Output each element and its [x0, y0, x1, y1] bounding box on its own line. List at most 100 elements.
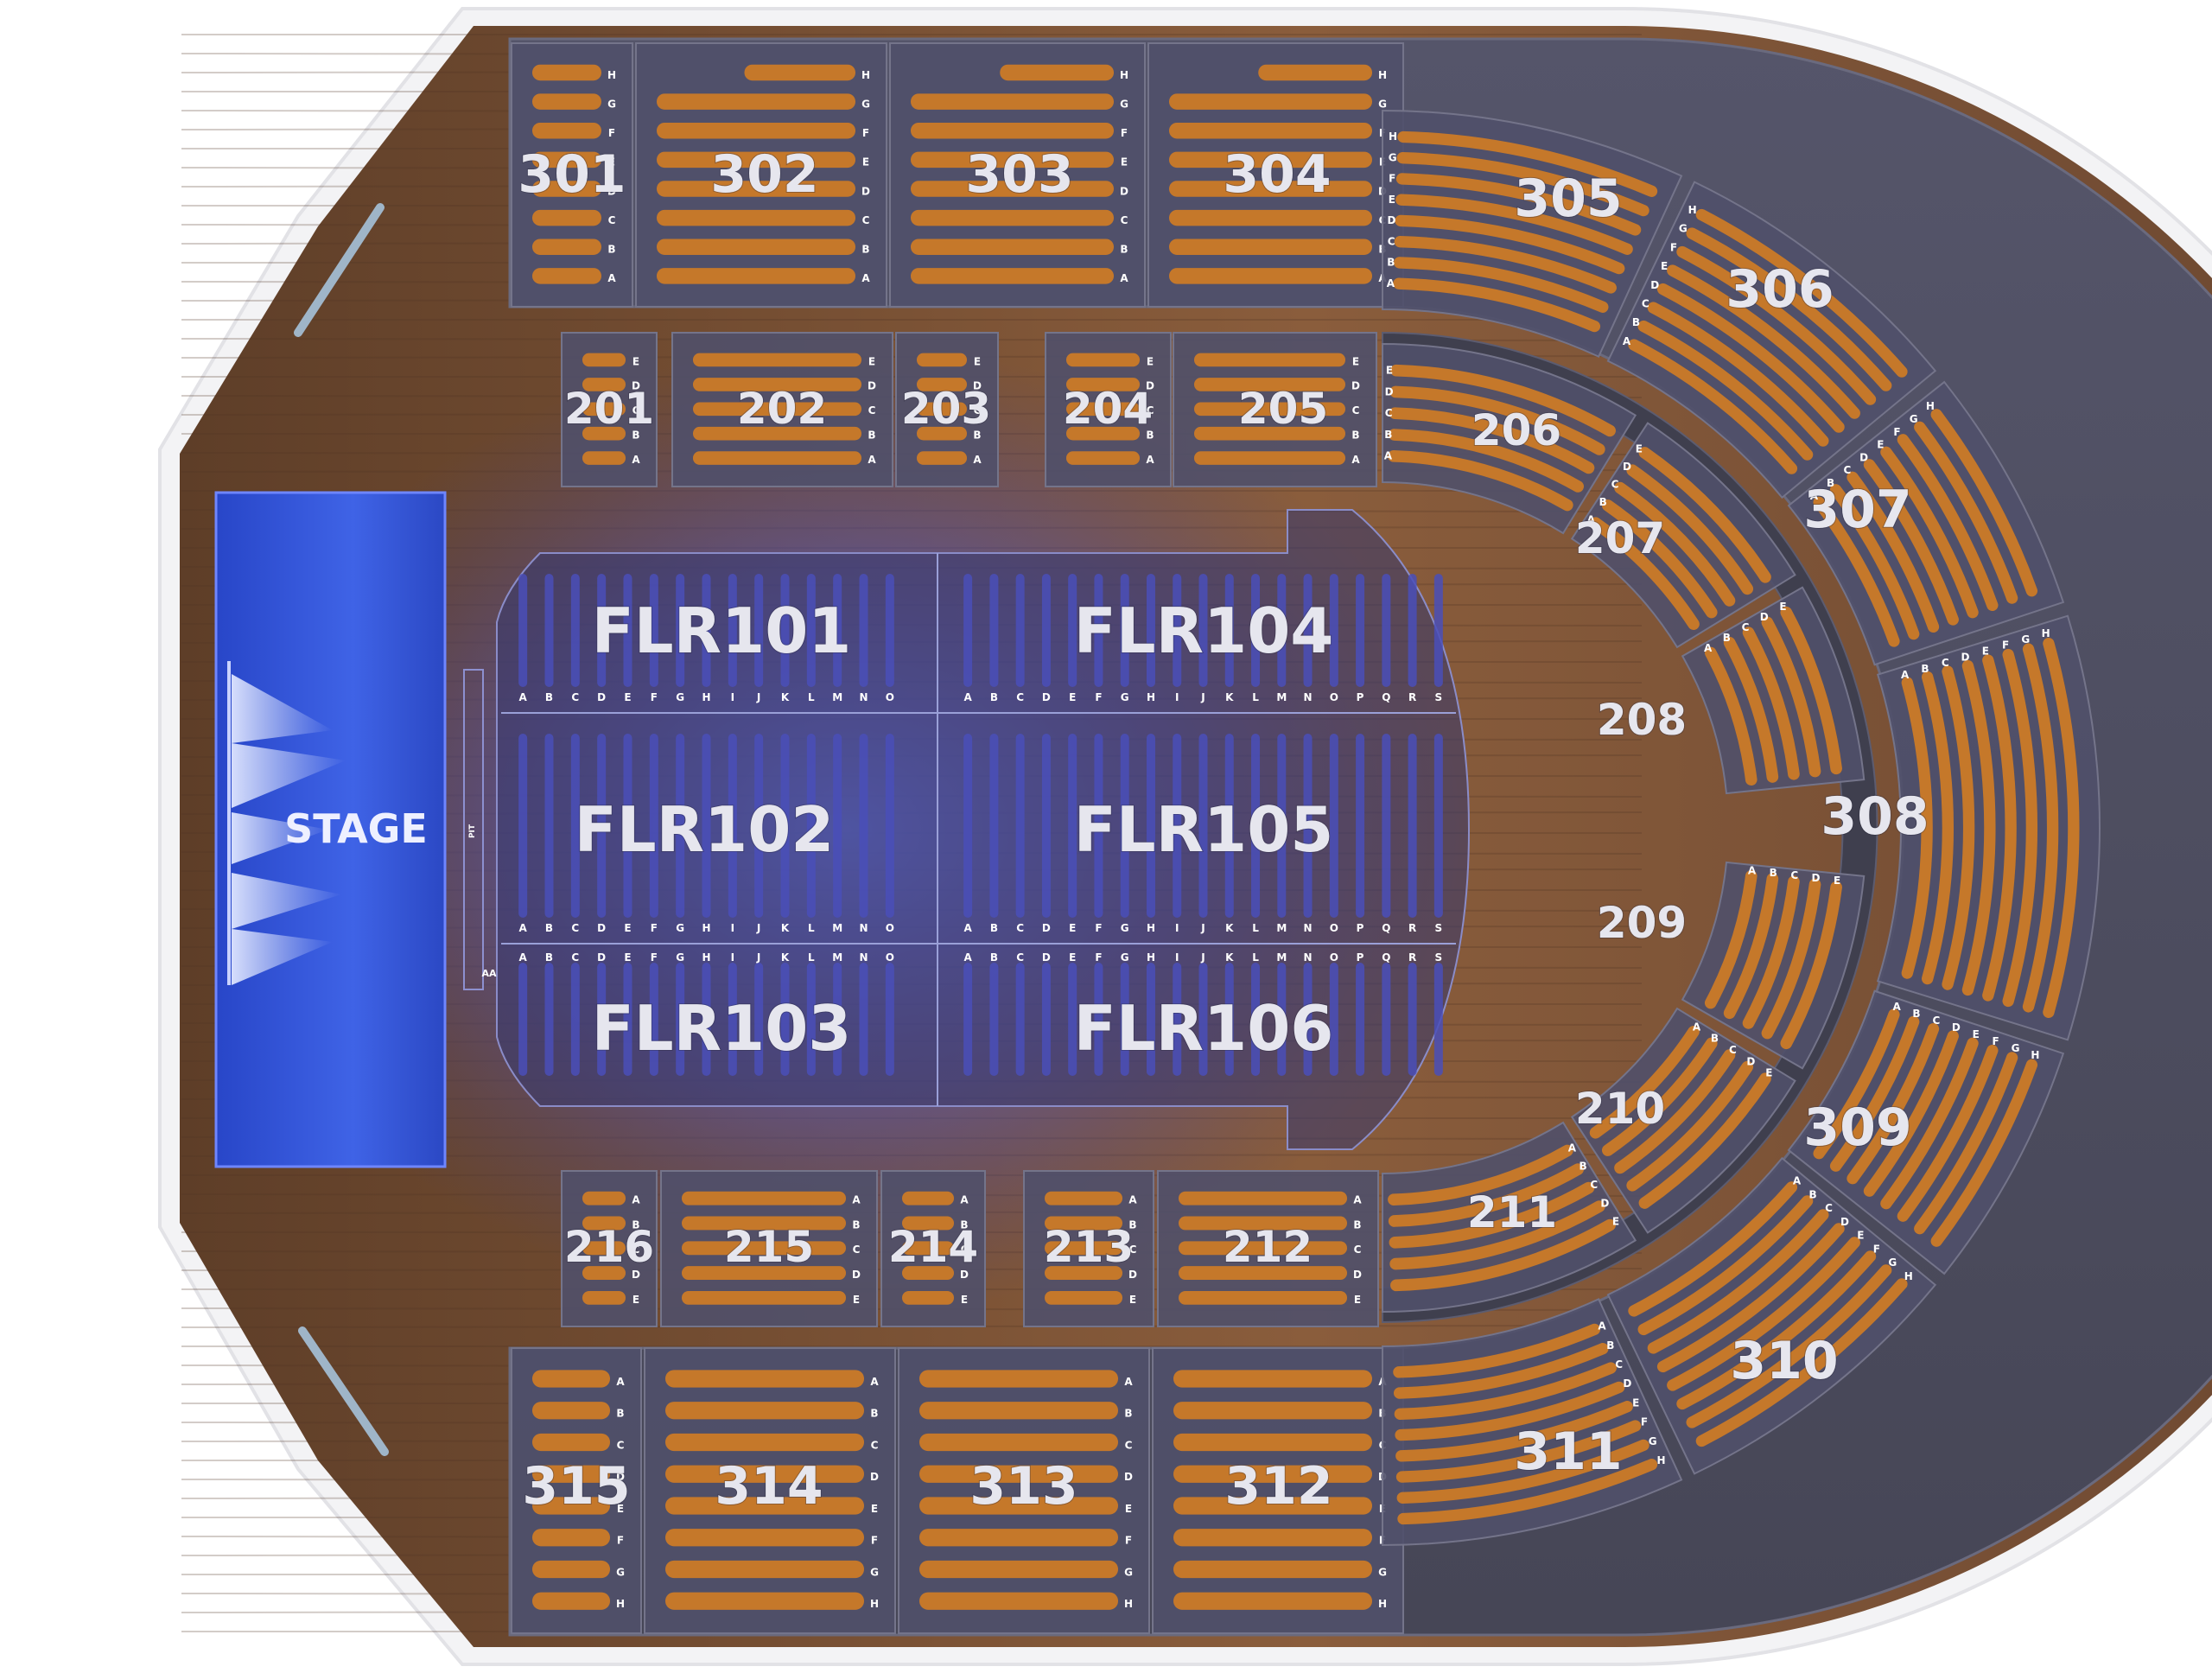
seat-row[interactable] [693, 402, 861, 417]
seat-row[interactable] [1656, 283, 1845, 433]
seat-column[interactable] [754, 963, 764, 1076]
seat-row[interactable] [665, 1465, 864, 1483]
seat-row[interactable] [582, 1241, 626, 1256]
seat-column[interactable] [1408, 574, 1417, 687]
seat-row[interactable] [911, 151, 1114, 169]
seat-row[interactable] [1388, 1144, 1573, 1206]
seat-column[interactable] [1015, 574, 1025, 687]
seat-column[interactable] [1068, 574, 1077, 687]
seat-column[interactable] [1303, 734, 1313, 918]
seat-row[interactable] [1742, 627, 1800, 780]
seat-column[interactable] [1198, 734, 1208, 918]
seat-column[interactable] [1041, 734, 1051, 918]
seat-row[interactable] [1614, 481, 1736, 607]
seat-row[interactable] [1179, 1241, 1347, 1256]
seat-column[interactable] [963, 734, 973, 918]
seat-column[interactable] [1120, 734, 1129, 918]
seat-row[interactable] [1179, 1290, 1347, 1305]
seat-row[interactable] [693, 426, 861, 441]
seat-column[interactable] [728, 574, 737, 687]
seat-row[interactable] [1169, 151, 1372, 169]
seat-column[interactable] [1094, 734, 1103, 918]
seat-row[interactable] [1601, 1037, 1718, 1156]
seat-row[interactable] [902, 1216, 954, 1231]
seat-row[interactable] [1395, 1401, 1633, 1462]
seat-row[interactable] [532, 1497, 610, 1515]
seat-row[interactable] [1676, 1250, 1877, 1410]
seat-column[interactable] [1146, 963, 1155, 1076]
seat-row[interactable] [1169, 268, 1372, 284]
seat-row[interactable] [1922, 671, 1954, 985]
seat-row[interactable] [1780, 606, 1842, 775]
seat-column[interactable] [989, 734, 999, 918]
seat-row[interactable] [1897, 434, 1999, 612]
seat-row[interactable] [911, 239, 1114, 255]
seat-column[interactable] [780, 734, 790, 918]
seat-row[interactable] [1723, 636, 1779, 783]
seat-row[interactable] [1397, 130, 1658, 197]
seat-row[interactable] [1704, 646, 1758, 786]
seat-row[interactable] [1880, 446, 1979, 619]
seat-column[interactable] [649, 963, 658, 1076]
seat-row[interactable] [1626, 1060, 1754, 1192]
seat-column[interactable] [518, 963, 528, 1076]
seat-row[interactable] [657, 151, 855, 169]
seat-column[interactable] [806, 963, 816, 1076]
seat-row[interactable] [1045, 1266, 1122, 1280]
seat-column[interactable] [963, 963, 973, 1076]
seat-row[interactable] [582, 378, 626, 391]
seat-row[interactable] [919, 1433, 1118, 1452]
seat-row[interactable] [1173, 1402, 1372, 1420]
seat-row[interactable] [693, 451, 861, 465]
seat-row[interactable] [532, 151, 601, 169]
seat-row[interactable] [532, 1433, 610, 1452]
seat-row[interactable] [532, 1465, 610, 1483]
seat-row[interactable] [919, 1497, 1118, 1515]
seat-row[interactable] [1179, 1191, 1347, 1205]
seat-row[interactable] [1194, 451, 1345, 465]
seat-row[interactable] [902, 1191, 954, 1205]
seat-row[interactable] [1390, 364, 1616, 437]
seat-row[interactable] [1045, 1290, 1122, 1305]
seat-row[interactable] [1066, 451, 1140, 465]
seat-row[interactable] [919, 1560, 1118, 1579]
seat-row[interactable] [919, 1592, 1118, 1610]
seat-row[interactable] [1169, 209, 1372, 226]
seat-row[interactable] [657, 181, 855, 197]
seat-column[interactable] [1329, 734, 1338, 918]
seat-row[interactable] [911, 93, 1114, 110]
seat-column[interactable] [1277, 963, 1287, 1076]
seat-column[interactable] [1173, 734, 1182, 918]
seat-row[interactable] [665, 1433, 864, 1452]
seat-column[interactable] [1146, 734, 1155, 918]
seat-column[interactable] [1356, 574, 1365, 687]
seat-row[interactable] [1829, 1015, 1920, 1172]
seat-row[interactable] [1589, 1026, 1700, 1139]
seat-row[interactable] [1173, 1529, 1372, 1547]
seat-row[interactable] [582, 402, 626, 417]
seat-row[interactable] [1066, 426, 1140, 441]
seat-row[interactable] [532, 1529, 610, 1547]
seat-row[interactable] [1258, 64, 1372, 81]
seat-row[interactable] [532, 1560, 610, 1579]
seat-row[interactable] [1395, 214, 1625, 275]
seat-row[interactable] [911, 122, 1114, 139]
seat-column[interactable] [989, 963, 999, 1076]
seat-column[interactable] [1224, 963, 1234, 1076]
seat-column[interactable] [1068, 963, 1077, 1076]
seat-row[interactable] [1667, 264, 1860, 419]
seat-row[interactable] [1914, 1052, 2018, 1235]
seat-column[interactable] [1382, 734, 1391, 918]
seat-row[interactable] [1930, 409, 2038, 597]
seat-row[interactable] [1637, 1195, 1814, 1336]
seat-column[interactable] [1224, 574, 1234, 687]
seat-column[interactable] [1198, 963, 1208, 1076]
seat-column[interactable] [754, 734, 764, 918]
seat-row[interactable] [2043, 637, 2080, 1019]
